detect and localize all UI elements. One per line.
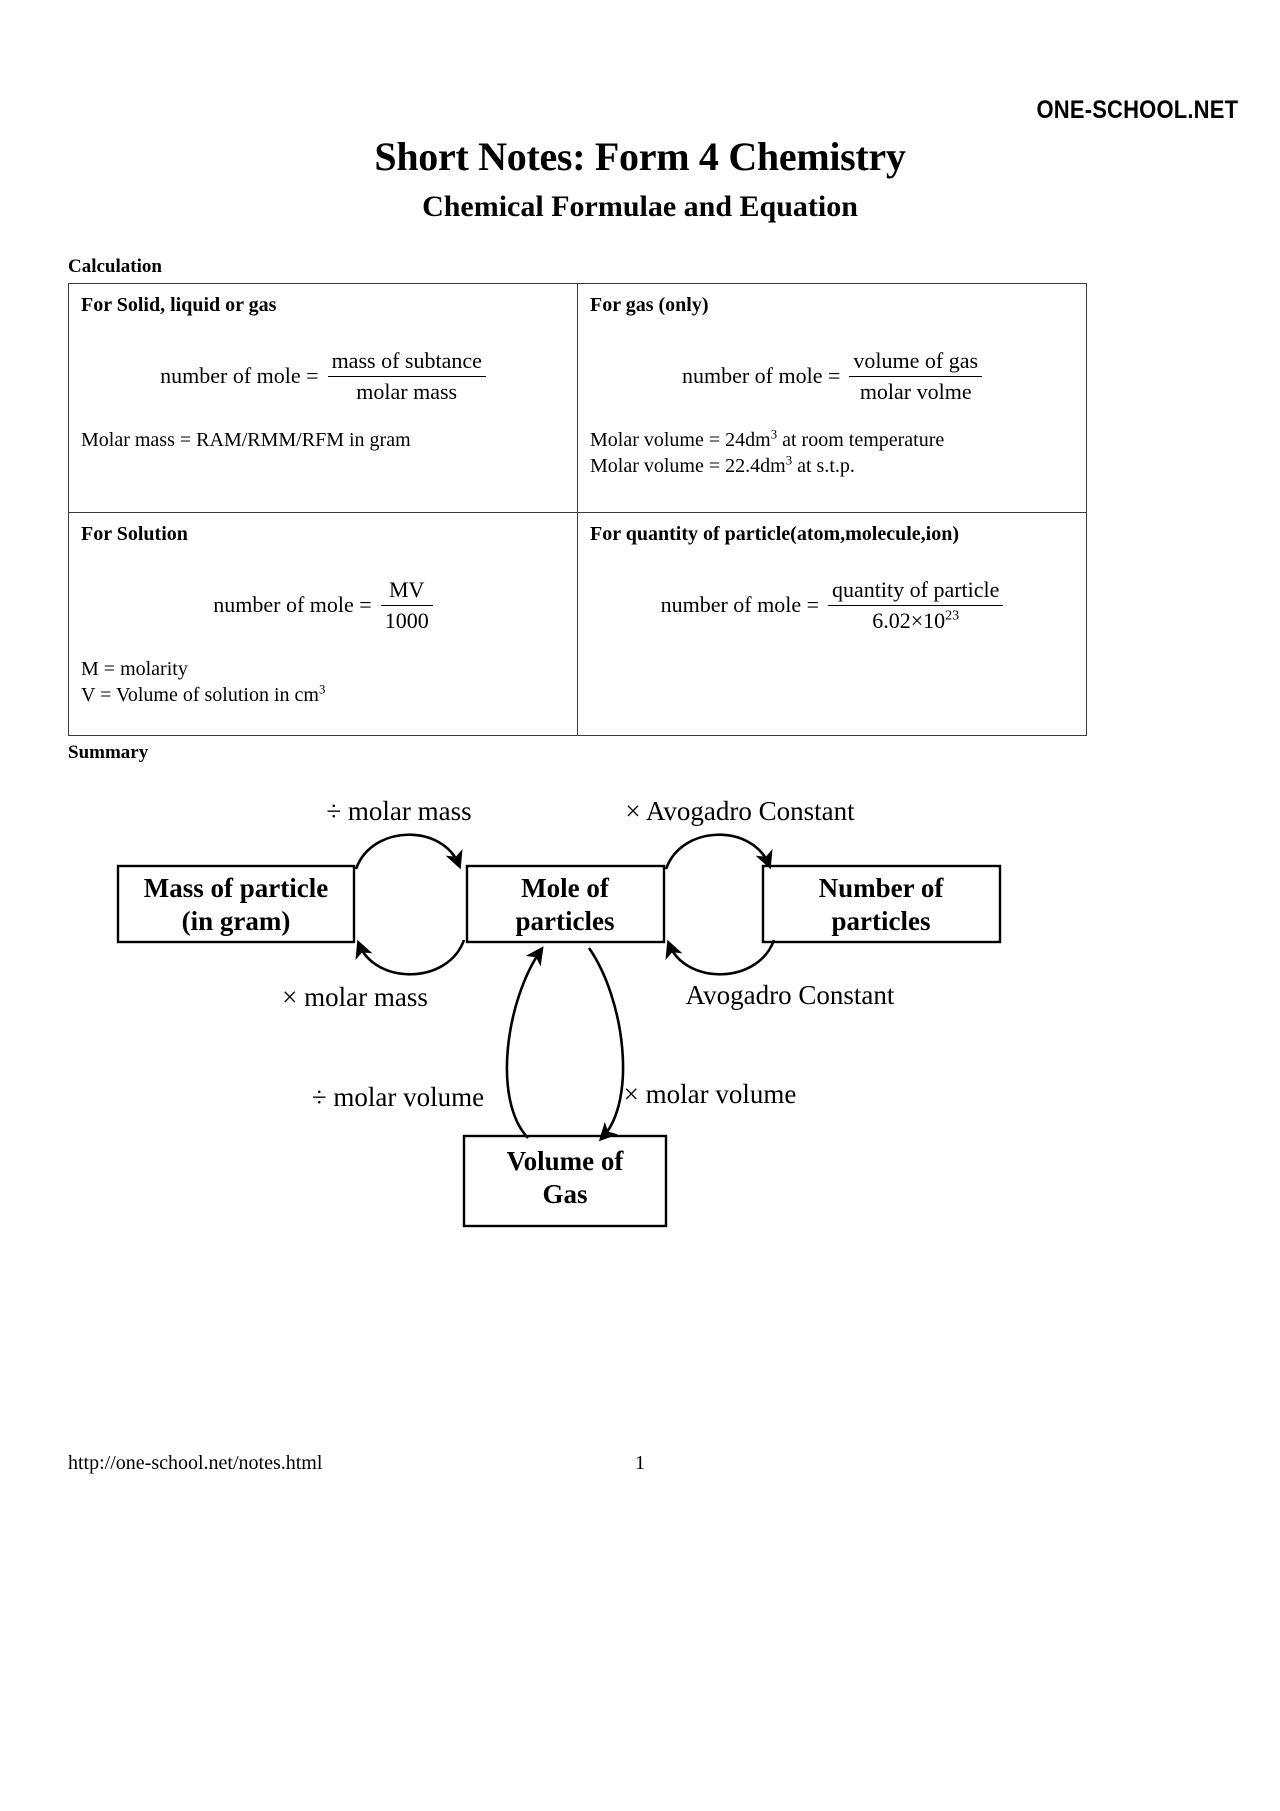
fraction: mass of subtance molar mass	[327, 348, 486, 405]
fraction-numerator: mass of subtance	[327, 348, 486, 377]
mole-concept-diagram: Mass of particle (in gram) Mole of parti…	[0, 770, 1280, 1290]
box-number-of-particles	[761, 864, 1002, 944]
cell-heading: For gas (only)	[590, 294, 709, 316]
box-label-number-line2: particles	[832, 906, 931, 936]
formula-mole-from-mass: number of mole = mass of subtance molar …	[81, 348, 565, 405]
fraction: quantity of particle 6.02×1023	[828, 577, 1004, 634]
superscript-3: 3	[785, 452, 793, 467]
note-molarity: M = molarity	[81, 657, 188, 680]
formula-mole-from-volume: number of mole = volume of gas molar vol…	[590, 348, 1074, 405]
box-label-mole-line1: Mole of	[521, 873, 610, 903]
arrow-volume-to-mole	[505, 946, 544, 1139]
formula-lhs: number of mole =	[660, 592, 820, 618]
formula-mole-from-particles: number of mole = quantity of particle 6.…	[590, 577, 1074, 634]
table-row: For Solid, liquid or gas number of mole …	[68, 283, 1087, 513]
arrow-label-times-molar-mass: × molar mass	[282, 982, 428, 1012]
formula-mole-from-solution: number of mole = MV 1000	[81, 577, 565, 634]
arrow-label-divide-molar-volume: ÷ molar volume	[312, 1082, 484, 1112]
cell-notes: Molar mass = RAM/RMM/RFM in gram	[81, 427, 565, 453]
arrow-label-divide-molar-mass: ÷ molar mass	[326, 796, 471, 826]
table-row: For Solution number of mole = MV 1000 M …	[68, 512, 1087, 736]
fraction-numerator: MV	[380, 577, 433, 606]
calculation-table: For Solid, liquid or gas number of mole …	[68, 283, 1087, 736]
box-label-volume-line1: Volume of	[507, 1146, 625, 1176]
table-cell-gas-only: For gas (only) number of mole = volume o…	[577, 283, 1087, 513]
formula-lhs: number of mole =	[160, 363, 319, 389]
table-cell-quantity-of-particle: For quantity of particle(atom,molecule,i…	[577, 512, 1087, 736]
page-subtitle: Chemical Formulae and Equation	[422, 190, 858, 223]
fraction-numerator: volume of gas	[849, 348, 983, 377]
footer-url[interactable]: http://one-school.net/notes.html	[68, 1452, 323, 1474]
note-volume-solution: V = Volume of solution in cm3	[81, 681, 326, 706]
note-molar-volume-stp: Molar volume = 22.4dm3 at s.t.p.	[590, 452, 855, 477]
superscript-3: 3	[770, 426, 778, 441]
fraction-numerator: quantity of particle	[828, 577, 1004, 606]
arrow-number-to-mole	[665, 939, 776, 976]
cell-heading: For quantity of particle(atom,molecule,i…	[590, 523, 960, 545]
note-molar-volume-rtp: Molar volume = 24dm3 at room temperature	[590, 426, 945, 451]
arrow-mole-to-number	[664, 833, 773, 870]
fraction-denominator-avogadro: 6.02×1023	[872, 607, 960, 633]
arrow-mole-to-volume	[587, 947, 625, 1142]
cell-heading: For Solution	[81, 523, 188, 545]
page-title: Short Notes: Form 4 Chemistry	[374, 134, 906, 179]
section-heading-summary: Summary	[68, 742, 149, 763]
arrow-mass-to-mole	[354, 833, 463, 870]
arrow-label-times-avogadro-constant: × Avogadro Constant	[625, 796, 855, 826]
arrow-mole-to-mass	[355, 939, 466, 976]
box-label-mass-line1: Mass of particle	[144, 873, 328, 903]
fraction-denominator: 1000	[384, 607, 429, 633]
fraction-denominator: molar volme	[859, 378, 972, 404]
section-heading-calculation: Calculation	[68, 256, 162, 277]
box-label-mass-line2: (in gram)	[182, 906, 291, 936]
cell-notes: M = molarity V = Volume of solution in c…	[81, 656, 565, 708]
cell-notes: Molar volume = 24dm3 at room temperature…	[590, 427, 1074, 479]
box-label-volume-line2: Gas	[542, 1179, 587, 1209]
fraction: MV 1000	[380, 577, 433, 634]
cell-heading: For Solid, liquid or gas	[81, 294, 277, 316]
formula-lhs: number of mole =	[681, 363, 841, 389]
table-cell-solution: For Solution number of mole = MV 1000 M …	[68, 512, 578, 736]
box-label-number-line1: Number of	[819, 873, 945, 903]
multiplication-sign: ×	[910, 607, 924, 633]
site-logo: ONE-SCHOOL.NET	[1036, 96, 1238, 124]
arrow-label-avogadro-constant: Avogadro Constant	[686, 980, 895, 1010]
note-molar-mass: Molar mass = RAM/RMM/RFM in gram	[81, 428, 411, 451]
superscript-3: 3	[318, 681, 326, 696]
footer-page-number: 1	[635, 1452, 645, 1474]
fraction: volume of gas molar volme	[849, 348, 983, 405]
fraction-denominator: molar mass	[356, 378, 458, 404]
arrow-label-times-molar-volume: × molar volume	[624, 1079, 797, 1109]
formula-lhs: number of mole =	[213, 592, 372, 618]
table-cell-solid-liquid-gas: For Solid, liquid or gas number of mole …	[68, 283, 578, 513]
box-mole-of-particles	[465, 864, 666, 944]
superscript-23: 23	[945, 607, 960, 624]
box-mass-of-particle	[116, 864, 356, 944]
box-label-mole-line2: particles	[516, 906, 615, 936]
box-volume-of-gas	[462, 1134, 668, 1228]
